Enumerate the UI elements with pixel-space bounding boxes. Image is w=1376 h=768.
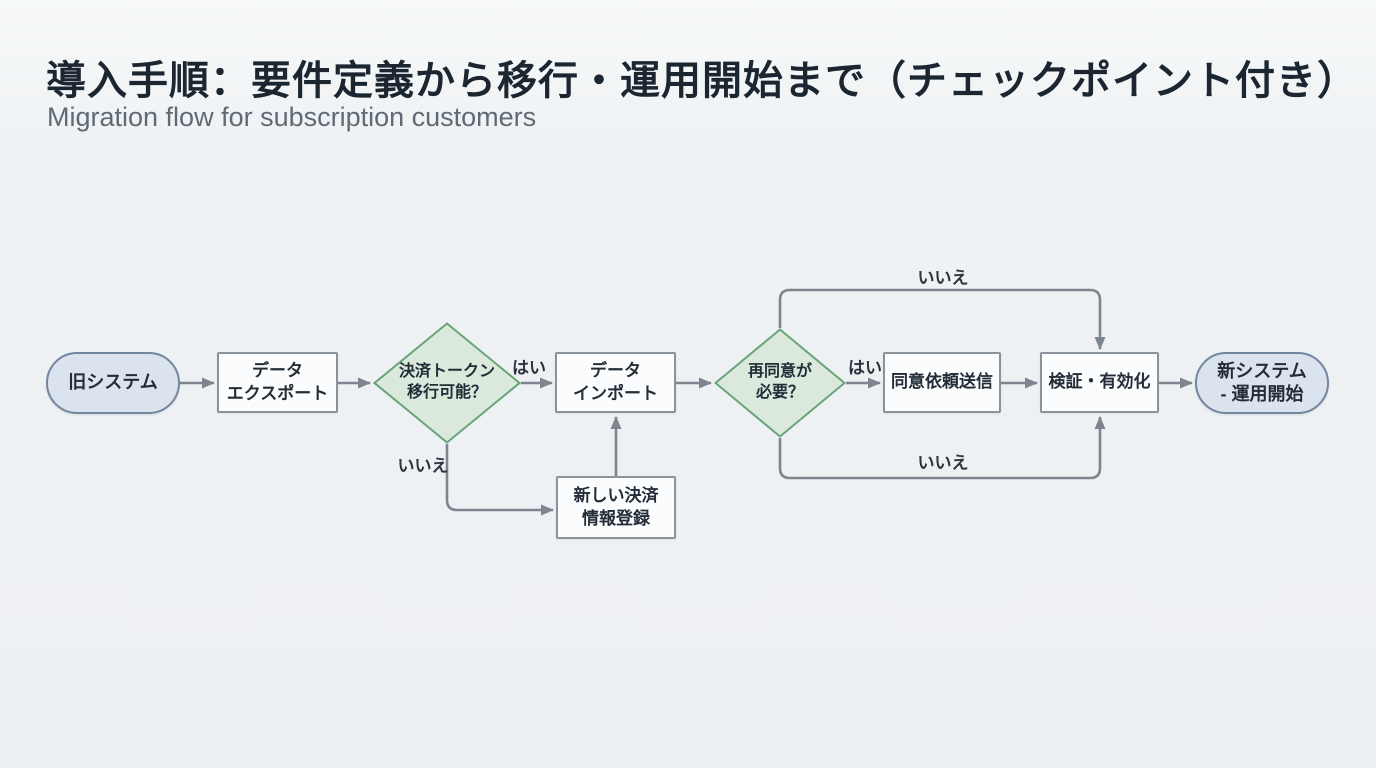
node-reconsent-needed-decision: 再同意が 必要？ <box>714 328 846 438</box>
edge-reconsent-no-top-bypass <box>778 288 1106 350</box>
edge-label-token-yes: はい <box>512 358 546 378</box>
node-verify-activate: 検証・有効化 <box>1040 352 1159 413</box>
diamond-shape <box>714 328 846 438</box>
node-send-consent-request-label: 同意依頼送信 <box>891 372 993 392</box>
node-new-payment-registration: 新しい決済 情報登録 <box>556 476 676 539</box>
node-data-import: データ インポート <box>555 352 676 413</box>
page-subtitle: Migration flow for subscription customer… <box>47 102 537 132</box>
node-new-system-start: 新システム - 運用開始 <box>1195 352 1329 414</box>
node-send-consent-request: 同意依頼送信 <box>883 352 1001 413</box>
edge-label-reconsent-yes: はい <box>848 358 882 378</box>
page-title: 導入手順：要件定義から移行・運用開始まで（チェックポイント付き） <box>46 59 1358 103</box>
node-data-export: データ エクスポート <box>217 352 338 413</box>
node-new-system-start-label: 新システム - 運用開始 <box>1217 360 1307 404</box>
node-old-system: 旧システム <box>46 352 180 414</box>
node-data-export-label: データ エクスポート <box>226 361 329 403</box>
edge-reconsent-no-bottom-bypass <box>778 416 1106 480</box>
node-new-payment-registration-label: 新しい決済 情報登録 <box>573 486 659 528</box>
node-token-migratable-label: 決済トークン 移行可能？ <box>398 363 495 401</box>
diamond-shape <box>373 322 521 444</box>
node-verify-activate-label: 検証・有効化 <box>1048 372 1151 392</box>
edge-label-reconsent-no-top: いいえ <box>917 268 969 288</box>
node-data-import-label: データ インポート <box>573 361 658 403</box>
edge-token-no-to-new-payment <box>445 444 554 516</box>
edge-label-reconsent-no-bottom: いいえ <box>917 453 969 473</box>
edge-label-token-no: いいえ <box>397 456 449 476</box>
node-token-migratable-decision: 決済トークン 移行可能？ <box>373 322 521 444</box>
node-reconsent-needed-label: 再同意が 必要？ <box>747 363 812 401</box>
node-old-system-label: 旧システム <box>68 372 158 393</box>
